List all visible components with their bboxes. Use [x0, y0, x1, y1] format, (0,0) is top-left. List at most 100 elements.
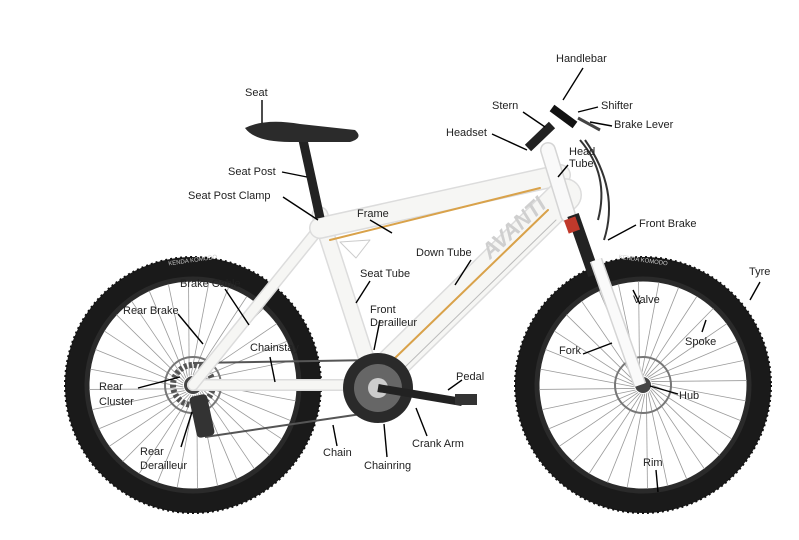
spoke [572, 393, 640, 462]
crankset [343, 353, 477, 423]
spoke [640, 282, 660, 377]
label-crank-arm: Crank Arm [412, 438, 464, 450]
spoke [648, 391, 688, 480]
spoke [541, 389, 636, 411]
label-valve: Valve [633, 294, 660, 306]
spoke [566, 314, 635, 382]
chain [192, 359, 376, 438]
seat [245, 121, 359, 142]
spoke [606, 393, 644, 483]
label-frame: Frame [357, 208, 389, 220]
spoke [651, 380, 747, 382]
spoke [202, 386, 283, 440]
label-front-brake: Front Brake [639, 218, 697, 230]
spoke [545, 348, 635, 386]
spoke [644, 295, 698, 377]
spoke [649, 340, 738, 380]
label-handlebar: Handlebar [556, 53, 607, 65]
spoke [588, 393, 642, 475]
spoke [201, 388, 270, 456]
spoke [131, 300, 186, 380]
spoke [638, 281, 640, 377]
label-rear-cluster-line1: Rear [99, 381, 123, 393]
spoke [116, 314, 185, 382]
spoke [642, 287, 680, 377]
front-tyre [515, 257, 771, 513]
spoke [89, 388, 184, 390]
spoke [201, 359, 295, 380]
seat-assembly [245, 121, 359, 219]
label-rear-cluster-line2: Cluster [99, 396, 134, 408]
spoke [91, 390, 185, 411]
label-hub: Hub [679, 390, 700, 402]
spoke [553, 330, 635, 384]
label-spoke: Spoke [685, 336, 717, 348]
frame [187, 142, 582, 395]
rear-derailleur [189, 394, 215, 438]
spoke [651, 382, 746, 402]
label-stern: Stern [492, 100, 519, 112]
spoke [651, 386, 733, 440]
spoke [122, 393, 190, 462]
label-chainring: Chainring [364, 460, 412, 472]
spoke [108, 392, 188, 447]
label-headset: Headset [446, 127, 487, 139]
label-down-tube: Down Tube [416, 247, 472, 259]
fork [563, 213, 647, 388]
front-wheel [514, 256, 772, 514]
label-head-tube-line1: Head [569, 146, 596, 158]
front-spokes [539, 281, 747, 489]
spoke [540, 368, 635, 388]
label-fork: Fork [559, 345, 581, 357]
spoke [647, 323, 728, 378]
label-rear-derailleur-line1: Rear [140, 446, 164, 458]
spoke [192, 287, 230, 376]
spoke [103, 330, 184, 384]
spoke [200, 390, 255, 470]
label-rear-derailleur-line2: Derailleur [140, 460, 188, 472]
spoke [647, 392, 669, 487]
spoke [188, 281, 190, 376]
label-brake-lever: Brake Lever [614, 119, 674, 131]
front-rim [534, 276, 752, 494]
spoke [650, 389, 705, 470]
spoke [199, 340, 288, 379]
label-chain: Chain [323, 447, 352, 459]
leader-lines [137, 67, 761, 493]
spoke [138, 394, 192, 475]
spoke [148, 290, 187, 379]
spoke [581, 300, 636, 381]
spoke [98, 391, 187, 430]
spoke [90, 368, 184, 388]
spoke [167, 283, 188, 377]
label-front-derailleur-line1: Front [370, 304, 396, 316]
label-rear-brake: Rear Brake [123, 305, 179, 317]
label-chainstay: Chainstay [250, 342, 299, 354]
spoke [626, 393, 646, 488]
label-rim: Rim [643, 457, 663, 469]
spoke [651, 388, 720, 456]
label-seat-post: Seat Post [228, 166, 276, 178]
label-head-tube-line2: Tube [569, 158, 594, 170]
label-seat: Seat [245, 87, 268, 99]
spoke [156, 394, 194, 483]
label-brake-cable: Brake Cable [180, 278, 241, 290]
spoke [539, 388, 635, 390]
spoke [650, 359, 745, 381]
label-tyre: Tyre [749, 266, 771, 278]
front-disc [614, 356, 672, 414]
spoke [95, 348, 184, 386]
spoke [548, 390, 637, 430]
spoke [190, 282, 210, 376]
spoke [646, 308, 714, 377]
spoke [558, 392, 639, 447]
pedal [455, 394, 477, 405]
label-front-derailleur-line2: Derailleur [370, 317, 418, 329]
label-shifter: Shifter [601, 100, 633, 112]
spoke [646, 393, 648, 489]
label-seat-post-clamp: Seat Post Clamp [188, 190, 271, 202]
cockpit [524, 104, 610, 241]
label-pedal: Pedal [456, 371, 485, 383]
label-seat-tube: Seat Tube [360, 268, 411, 280]
